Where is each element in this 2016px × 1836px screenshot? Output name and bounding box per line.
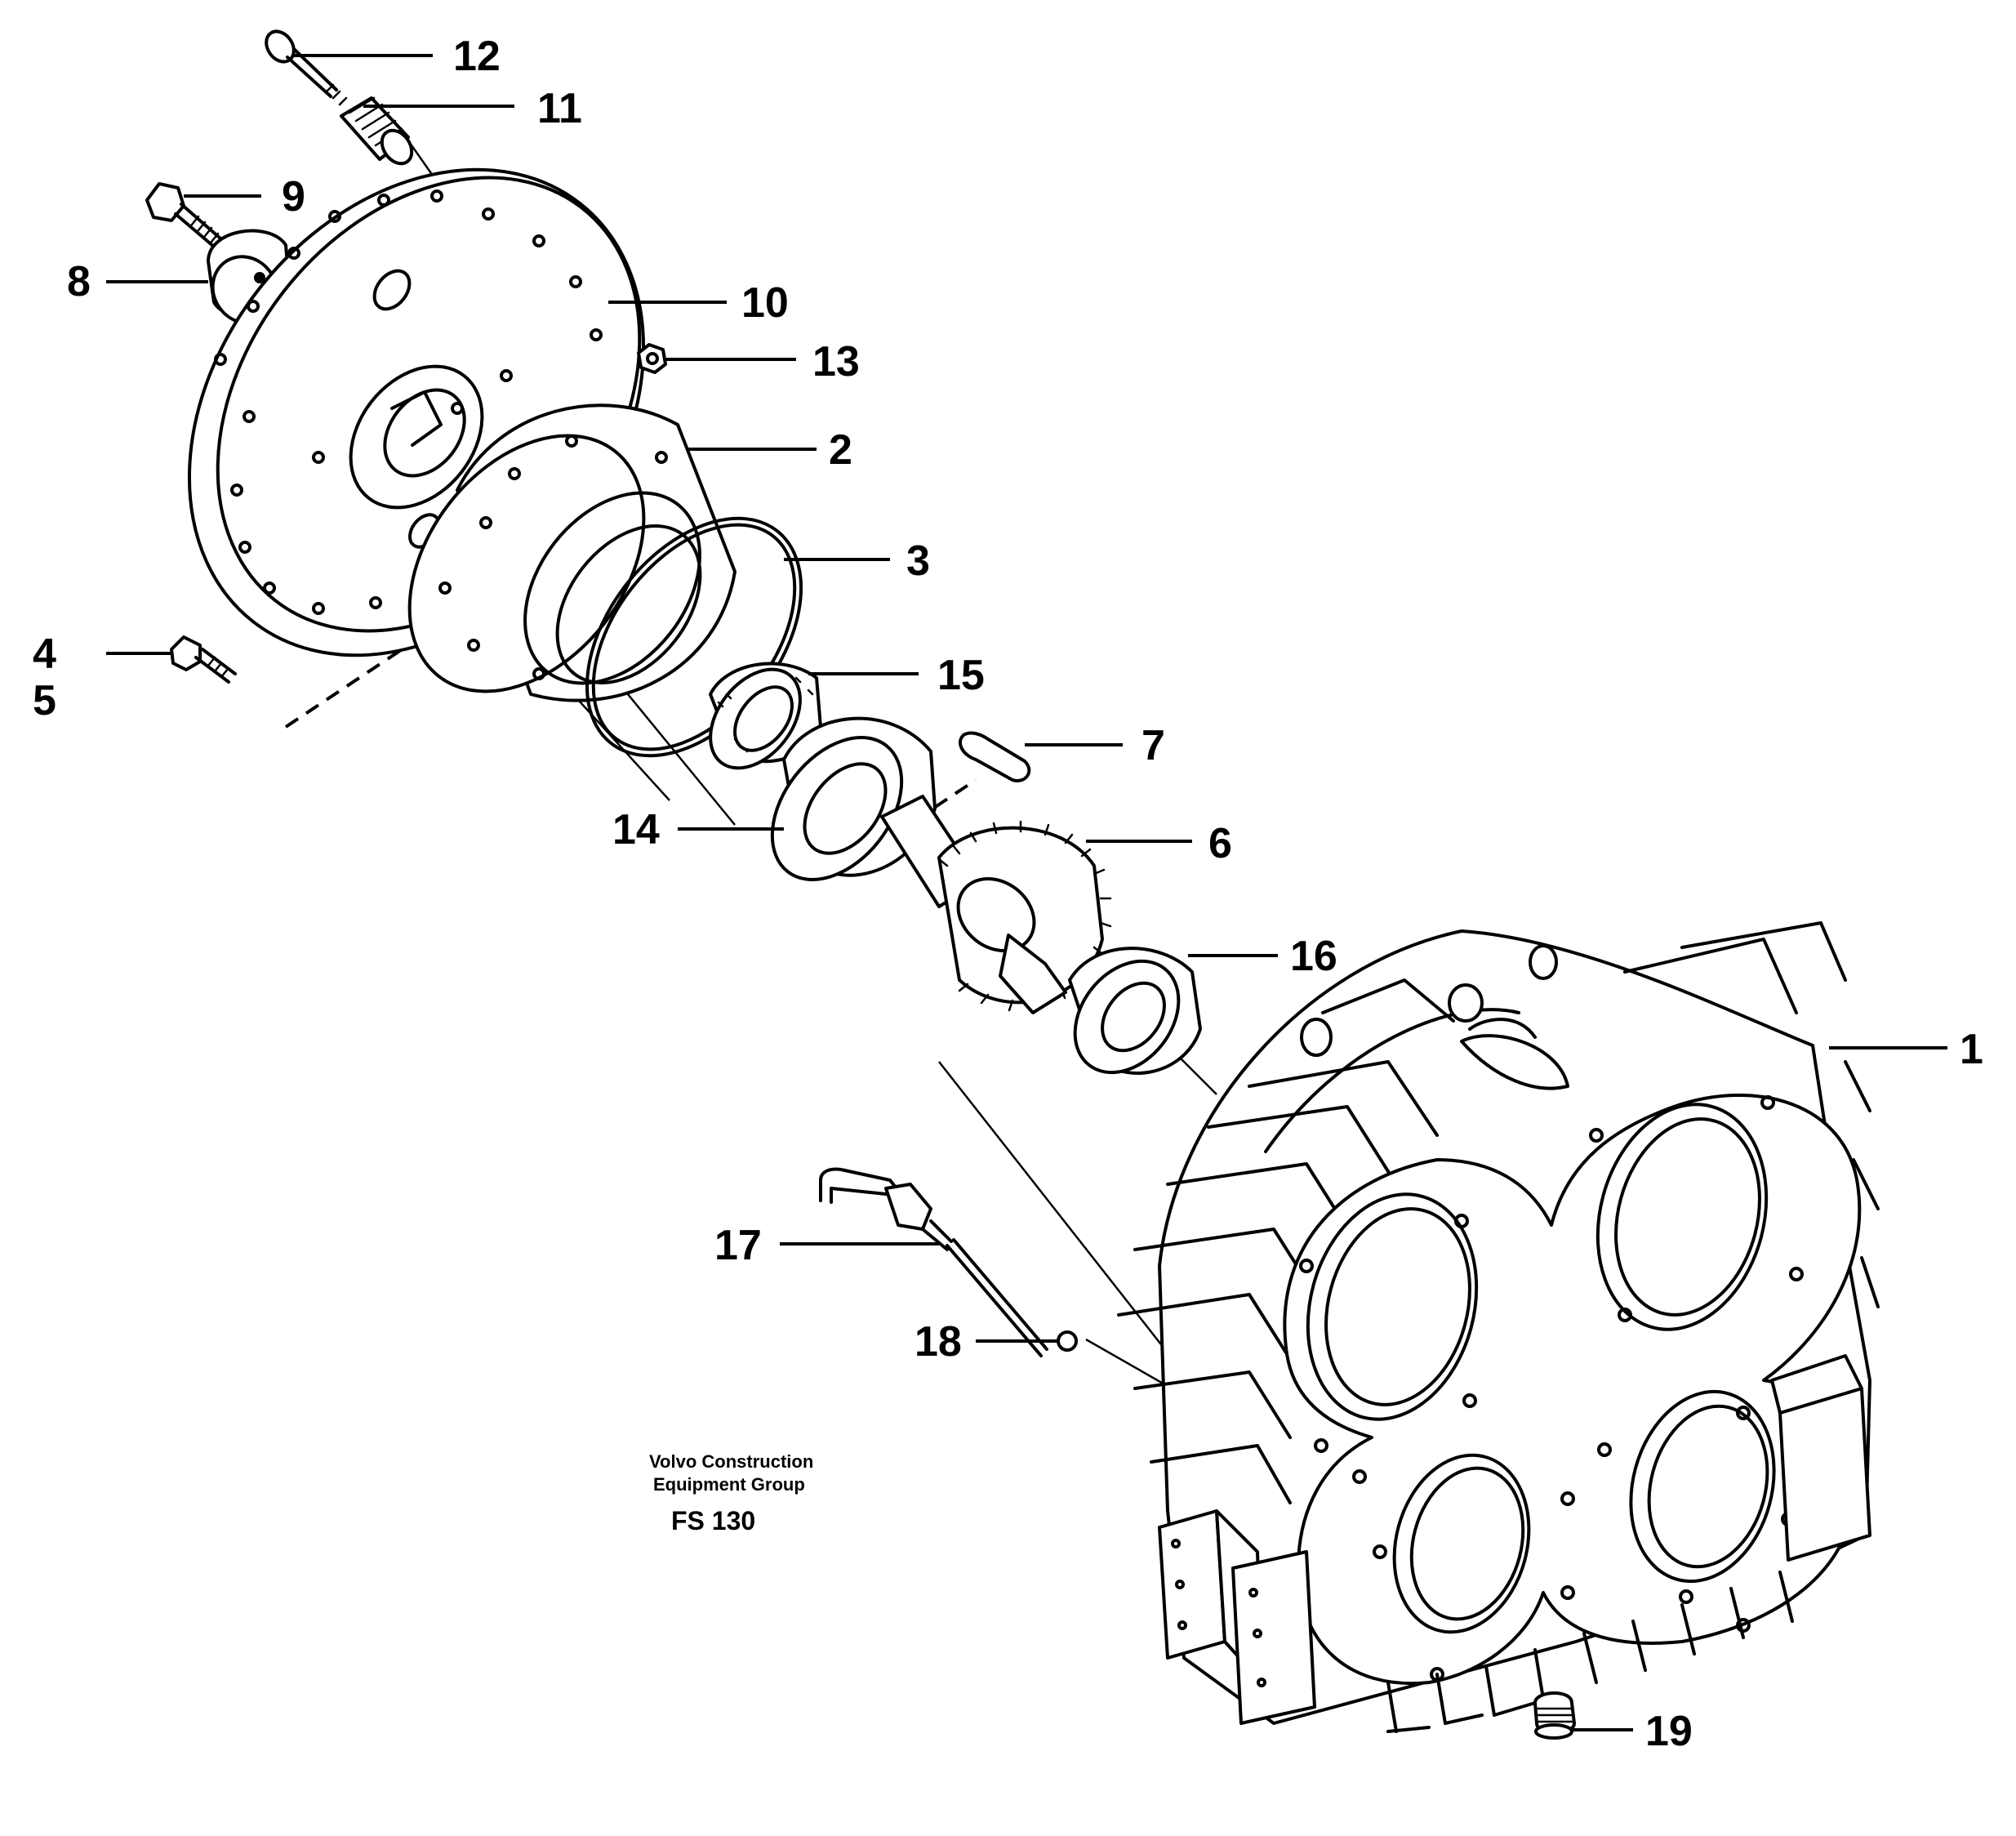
callout-18: 18 — [915, 1318, 962, 1366]
callout-13: 13 — [812, 338, 860, 385]
callout-19: 19 — [1645, 1708, 1693, 1755]
part-13-nut — [637, 343, 667, 374]
callout-labels: 12 11 9 8 10 13 2 3 4 5 15 7 14 6 16 1 1… — [33, 33, 1983, 1755]
part-17-dipstick — [819, 1167, 1048, 1357]
footer-company-line2: Equipment Group — [653, 1474, 805, 1495]
callout-11: 11 — [537, 85, 582, 132]
footer-company-line1: Volvo Construction — [649, 1451, 813, 1472]
callout-16: 16 — [1290, 933, 1337, 980]
housing-mounting-feet — [1158, 1354, 1871, 1725]
callout-12: 12 — [453, 33, 501, 80]
callout-2: 2 — [829, 426, 852, 474]
housing-bottom-fins — [1386, 1571, 1794, 1733]
part-18-o-ring — [1057, 1330, 1078, 1352]
housing-cooling-fins — [1117, 921, 1880, 1504]
callout-1: 1 — [1960, 1026, 1983, 1073]
callout-6: 6 — [1208, 820, 1232, 867]
callout-5: 5 — [33, 677, 56, 724]
part-9-hex-bolt — [145, 182, 222, 248]
callout-14: 14 — [612, 806, 660, 853]
callout-15: 15 — [937, 652, 985, 699]
callout-4: 4 — [33, 631, 56, 678]
part-1-gearbox-housing — [1117, 921, 1880, 1733]
diagram-footer: Volvo Construction Equipment Group FS 13… — [649, 1451, 813, 1535]
footer-figure-code: FS 130 — [671, 1506, 755, 1535]
callout-9: 9 — [282, 173, 305, 221]
part-12-bolt — [265, 29, 348, 106]
part-15-seal — [709, 662, 822, 770]
part-2-bearing-housing — [407, 403, 737, 702]
callout-7: 7 — [1142, 722, 1165, 769]
part-19-drain-plug — [1533, 1691, 1576, 1740]
callout-17: 17 — [714, 1222, 762, 1269]
callout-3: 3 — [906, 537, 930, 585]
part-4-5-bolt — [170, 635, 237, 684]
callout-10: 10 — [741, 279, 789, 327]
part-6-gear-shaft — [880, 795, 1112, 1014]
callout-leader-lines — [106, 54, 1947, 1731]
housing-front-flange — [1283, 1093, 1862, 1686]
part-7-key — [959, 731, 1031, 782]
part-11-threaded-sleeve — [340, 96, 414, 166]
part-16-bearing — [1068, 947, 1202, 1075]
callout-8: 8 — [67, 258, 91, 305]
